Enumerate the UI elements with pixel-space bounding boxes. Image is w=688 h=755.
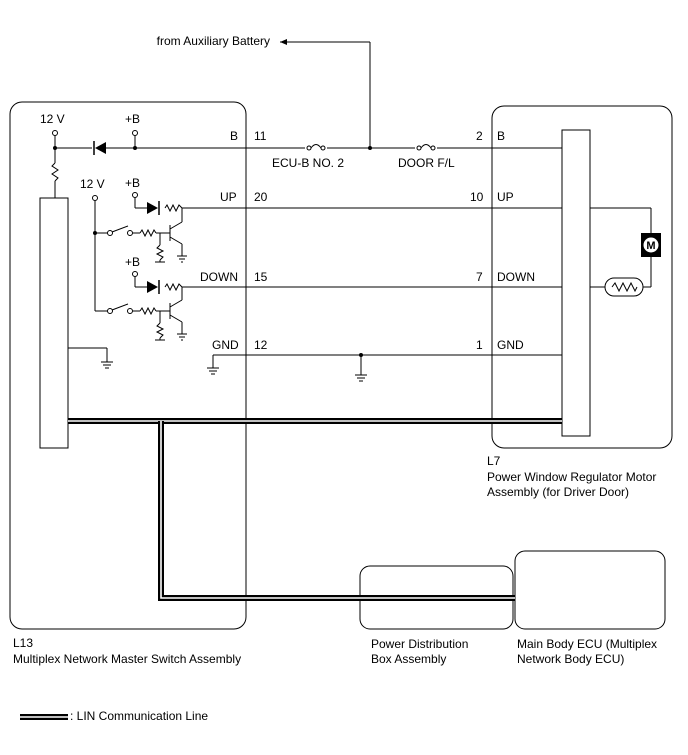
- junction-box-name-line2: Box Assembly: [371, 652, 446, 666]
- l7-gnd-terminal-pin: 1: [476, 338, 483, 352]
- l7-down-terminal-pin: 7: [476, 270, 483, 284]
- module-ground: [68, 347, 113, 369]
- l7-down-terminal-name: DOWN: [497, 270, 535, 284]
- master-switch-module: [39, 197, 69, 449]
- up-diode: [147, 201, 160, 215]
- l7-code: L7: [487, 454, 501, 468]
- l7-b-terminal-name: B: [497, 129, 505, 143]
- l7-gnd-terminal-name: GND: [497, 338, 524, 352]
- l13-name: Multiplex Network Master Switch Assembly: [13, 652, 241, 666]
- gnd-line: [207, 354, 562, 382]
- supply-12v-a-label: 12 V: [40, 112, 65, 126]
- supply-b-b-label: +B: [125, 176, 140, 190]
- l13-b-terminal-name: B: [230, 129, 238, 143]
- l7-up-terminal-name: UP: [497, 190, 514, 204]
- l7-name-line2: Assembly (for Driver Door): [487, 485, 629, 499]
- fuse-door: [415, 143, 437, 153]
- body-ecu-box: [514, 550, 666, 630]
- l7-name-line1: Power Window Regulator Motor: [487, 470, 656, 484]
- l13-code: L13: [13, 636, 33, 650]
- down-diode: [147, 280, 160, 294]
- l13-down-terminal-name: DOWN: [200, 270, 238, 284]
- l13-b-terminal-pin: 11: [254, 129, 267, 143]
- b-feed-junction: [368, 146, 372, 150]
- l13-gnd-terminal-name: GND: [212, 338, 239, 352]
- supply-12v-b-junction: [93, 231, 97, 235]
- b-junction-right: [133, 146, 137, 150]
- supply-b-a-label: +B: [125, 112, 140, 126]
- body-ecu-name-line2: Network Body ECU): [517, 652, 624, 666]
- lin-legend-label: : LIN Communication Line: [70, 709, 208, 723]
- motor-assembly-module: [561, 129, 591, 437]
- down-circuit: [107, 271, 562, 341]
- b-line: [55, 130, 562, 149]
- lin-line: [68, 418, 562, 601]
- l7-b-terminal-pin: 2: [476, 129, 483, 143]
- supply-b-c-label: +B: [125, 255, 140, 269]
- l7-up-terminal-pin: 10: [470, 190, 484, 204]
- body-ecu-name-line1: Main Body ECU (Multiplex: [517, 637, 657, 651]
- diode-b: [93, 141, 106, 155]
- supply-12v-b: [92, 195, 108, 312]
- battery-feed: [280, 39, 371, 148]
- l13-up-terminal-pin: 20: [254, 190, 268, 204]
- fuse-door-label: DOOR F/L: [398, 156, 455, 170]
- gnd-junction: [359, 353, 363, 357]
- fuse-ecu-b: [305, 143, 327, 153]
- motor-icon: M: [641, 233, 661, 257]
- supply-12v-b-label: 12 V: [80, 177, 105, 191]
- master-switch-box: [9, 101, 247, 630]
- battery-feed-label: from Auxiliary Battery: [157, 34, 270, 48]
- up-circuit: [107, 192, 562, 263]
- supply-12v-a: [51, 130, 59, 198]
- b-junction-left: [53, 146, 57, 150]
- junction-box-name-line1: Power Distribution: [371, 637, 468, 651]
- fuse-ecu-b-label: ECU-B NO. 2: [272, 156, 344, 170]
- l13-gnd-terminal-pin: 12: [254, 338, 268, 352]
- motor-assembly-box: [491, 105, 673, 449]
- motor-symbol: M: [646, 240, 655, 252]
- l13-down-terminal-pin: 15: [254, 270, 268, 284]
- l13-up-terminal-name: UP: [220, 190, 237, 204]
